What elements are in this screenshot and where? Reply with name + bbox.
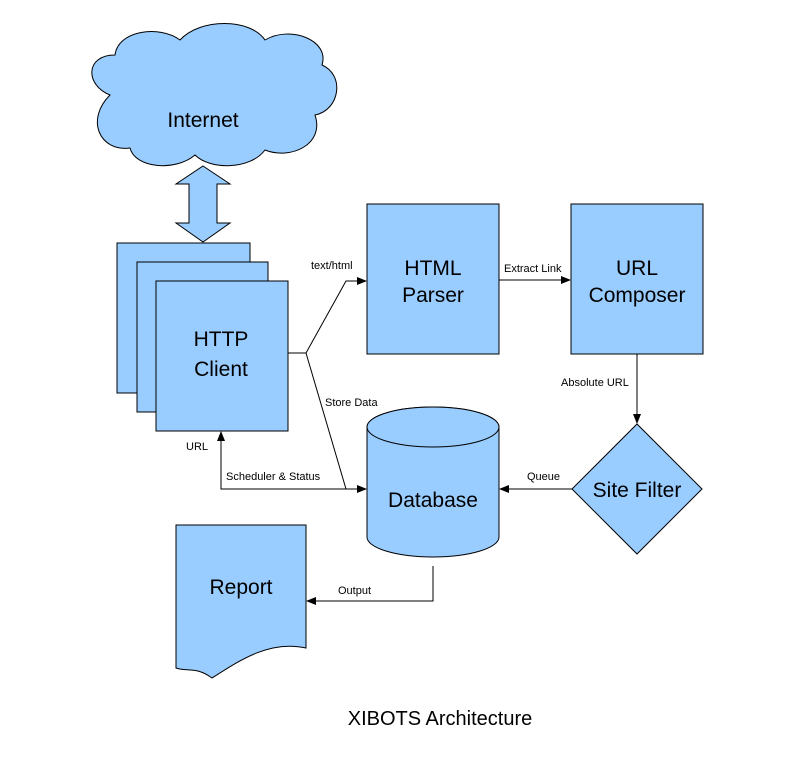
url-label: URL — [186, 441, 208, 453]
database-to-client-connector — [217, 431, 366, 490]
http-client-box — [155, 280, 289, 432]
queue-label: Queue — [527, 471, 560, 483]
internet-client-double-arrow — [174, 165, 232, 243]
html-parser-box — [366, 203, 500, 355]
client-to-database-connector — [305, 352, 367, 493]
scheduler-status-label: Scheduler & Status — [226, 471, 321, 483]
http-client-label-line1: HTTP — [194, 328, 249, 351]
database-to-report-connector — [306, 566, 434, 605]
client-to-parser-connector — [288, 277, 367, 354]
site-filter-diamond — [571, 423, 703, 555]
site-filter-label: Site Filter — [593, 479, 682, 502]
extract-link-label: Extract Link — [504, 263, 562, 275]
report-document — [175, 524, 307, 679]
http-client-label-line2: Client — [194, 358, 248, 381]
url-composer-box — [570, 203, 704, 355]
absolute-url-label: Absolute URL — [561, 377, 629, 389]
url-composer-label-line2: Composer — [589, 284, 686, 307]
database-label: Database — [388, 489, 478, 512]
store-data-label: Store Data — [325, 397, 378, 409]
report-label: Report — [209, 576, 272, 599]
html-parser-label-line1: HTML — [404, 257, 461, 280]
internet-cloud — [91, 23, 338, 167]
output-label: Output — [338, 585, 371, 597]
diagram-caption: XIBOTS Architecture — [348, 708, 533, 730]
database-cylinder-top — [366, 406, 500, 448]
text-html-label: text/html — [311, 260, 353, 272]
internet-label: Internet — [167, 109, 238, 132]
html-parser-label-line2: Parser — [402, 284, 464, 307]
url-composer-label-line1: URL — [616, 257, 658, 280]
